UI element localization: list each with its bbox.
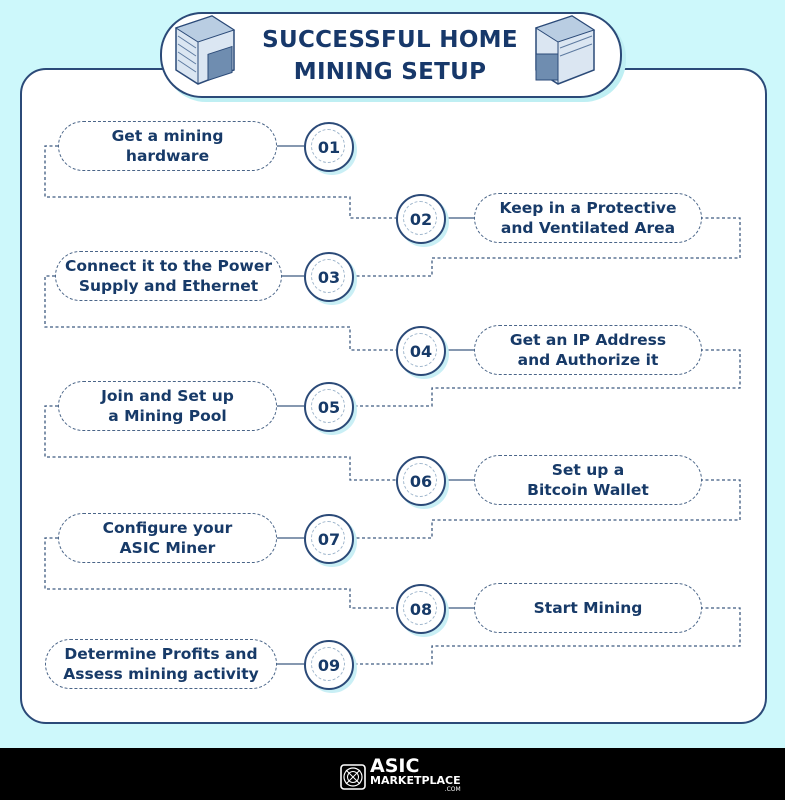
title-line-2: MINING SETUP [293,59,487,85]
step-text: Supply and Ethernet [78,277,259,295]
dashed-ring [311,389,345,423]
step-number: 06 [409,471,433,491]
dashed-connector [352,479,741,539]
title-line-1: SUCCESSFUL HOME [262,27,518,53]
step-number: 05 [317,397,341,417]
step-04-number-badge: 04 [396,326,446,376]
dashed-connector [352,217,741,277]
step-text: Configure your [102,519,233,537]
step-text: Keep in a Protective [499,199,677,217]
dashed-ring [403,463,437,497]
dashed-ring [311,521,345,555]
step-03-number-badge: 03 [304,252,354,302]
brand-name: ASIC [370,755,420,777]
dashed-connector [352,607,741,665]
step-number: 07 [317,529,341,549]
step-text: Assess mining activity [63,665,259,683]
step-number: 09 [317,655,341,675]
step-01-card: Get a mining hardware [58,121,277,171]
dashed-connector [44,537,396,609]
step-number: 02 [409,209,433,229]
dashed-ring [311,129,345,163]
dashed-connector [44,145,396,219]
brand-domain: .COM [444,786,461,793]
dashed-ring [311,647,345,681]
step-05-card: Join and Set up a Mining Pool [58,381,277,431]
step-02-number-badge: 02 [396,194,446,244]
step-text: Bitcoin Wallet [527,481,649,499]
step-02-card: Keep in a Protective and Ventilated Area [474,193,702,243]
step-number: 08 [409,599,433,619]
asic-miner-icon [174,15,236,85]
dashed-ring [311,259,345,293]
step-07-number-badge: 07 [304,514,354,564]
dashed-connector [44,405,396,481]
step-08-number-badge: 08 [396,584,446,634]
step-06-card: Set up a Bitcoin Wallet [474,455,702,505]
step-text: ASIC Miner [119,539,216,557]
step-text: a Mining Pool [108,407,227,425]
step-04-card: Get an IP Address and Authorize it [474,325,702,375]
step-text: Join and Set up [101,387,234,405]
footer-bar: ASIC MARKETPLACE .COM [0,748,785,800]
dashed-ring [403,333,437,367]
step-number: 01 [317,137,341,157]
step-01-number-badge: 01 [304,122,354,172]
step-text: Start Mining [533,599,643,617]
dashed-ring [403,201,437,235]
step-text: Determine Profits and [64,645,258,663]
step-08-card: Start Mining [474,583,702,633]
step-number: 03 [317,267,341,287]
step-text: hardware [125,147,210,165]
page-title: SUCCESSFUL HOME MINING SETUP [225,24,555,88]
step-06-number-badge: 06 [396,456,446,506]
fan-logo-icon [340,763,366,790]
step-05-number-badge: 05 [304,382,354,432]
step-number: 04 [409,341,433,361]
step-text: Get a mining [111,127,224,145]
asic-miner-icon [534,15,596,85]
brand-logo: ASIC MARKETPLACE .COM [340,755,461,793]
dashed-connector [352,349,741,407]
step-text: and Ventilated Area [500,219,676,237]
dashed-ring [403,591,437,625]
step-text: and Authorize it [517,351,659,369]
step-09-number-badge: 09 [304,640,354,690]
dashed-connector [44,275,396,351]
step-text: Connect it to the Power [64,257,272,275]
brand-name-2: MARKETPLACE [370,774,461,787]
step-text: Get an IP Address [509,331,667,349]
step-text: Set up a [551,461,625,479]
